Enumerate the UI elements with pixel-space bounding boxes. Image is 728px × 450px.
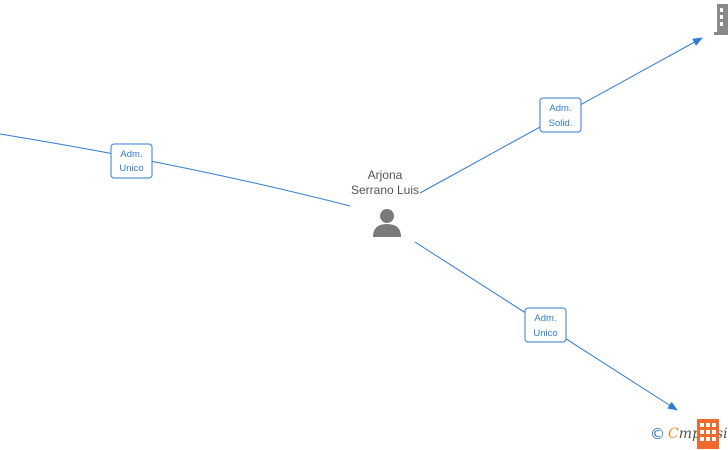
edge-label-top-right-line1: Adm. [549, 103, 571, 114]
brand-initial: C [668, 426, 679, 442]
person-name-line2: Serrano Luis [351, 183, 419, 197]
edge-label-bottom-right[interactable]: Adm. Unico [524, 307, 567, 343]
edge-label-left-line2: Unico [119, 163, 143, 174]
building-icon-brand[interactable] [696, 419, 720, 449]
edge-label-bottom-right-line1: Adm. [534, 313, 556, 324]
person-node[interactable]: Arjona Serrano Luis [351, 168, 419, 237]
copyright-symbol: © [650, 425, 665, 443]
edge-label-top-right-line2: Solid. [549, 118, 573, 129]
edge-label-left[interactable]: Adm. Unico [110, 143, 153, 179]
person-name-line1: Arjona [368, 168, 403, 182]
edge-label-left-line1: Adm. [120, 149, 142, 160]
edge-label-top-right[interactable]: Adm. Solid. [539, 97, 582, 133]
building-icon[interactable] [714, 4, 728, 35]
person-icon [373, 209, 401, 237]
edge-line-left [0, 133, 351, 207]
edge-label-bottom-right-line2: Unico [533, 328, 557, 339]
